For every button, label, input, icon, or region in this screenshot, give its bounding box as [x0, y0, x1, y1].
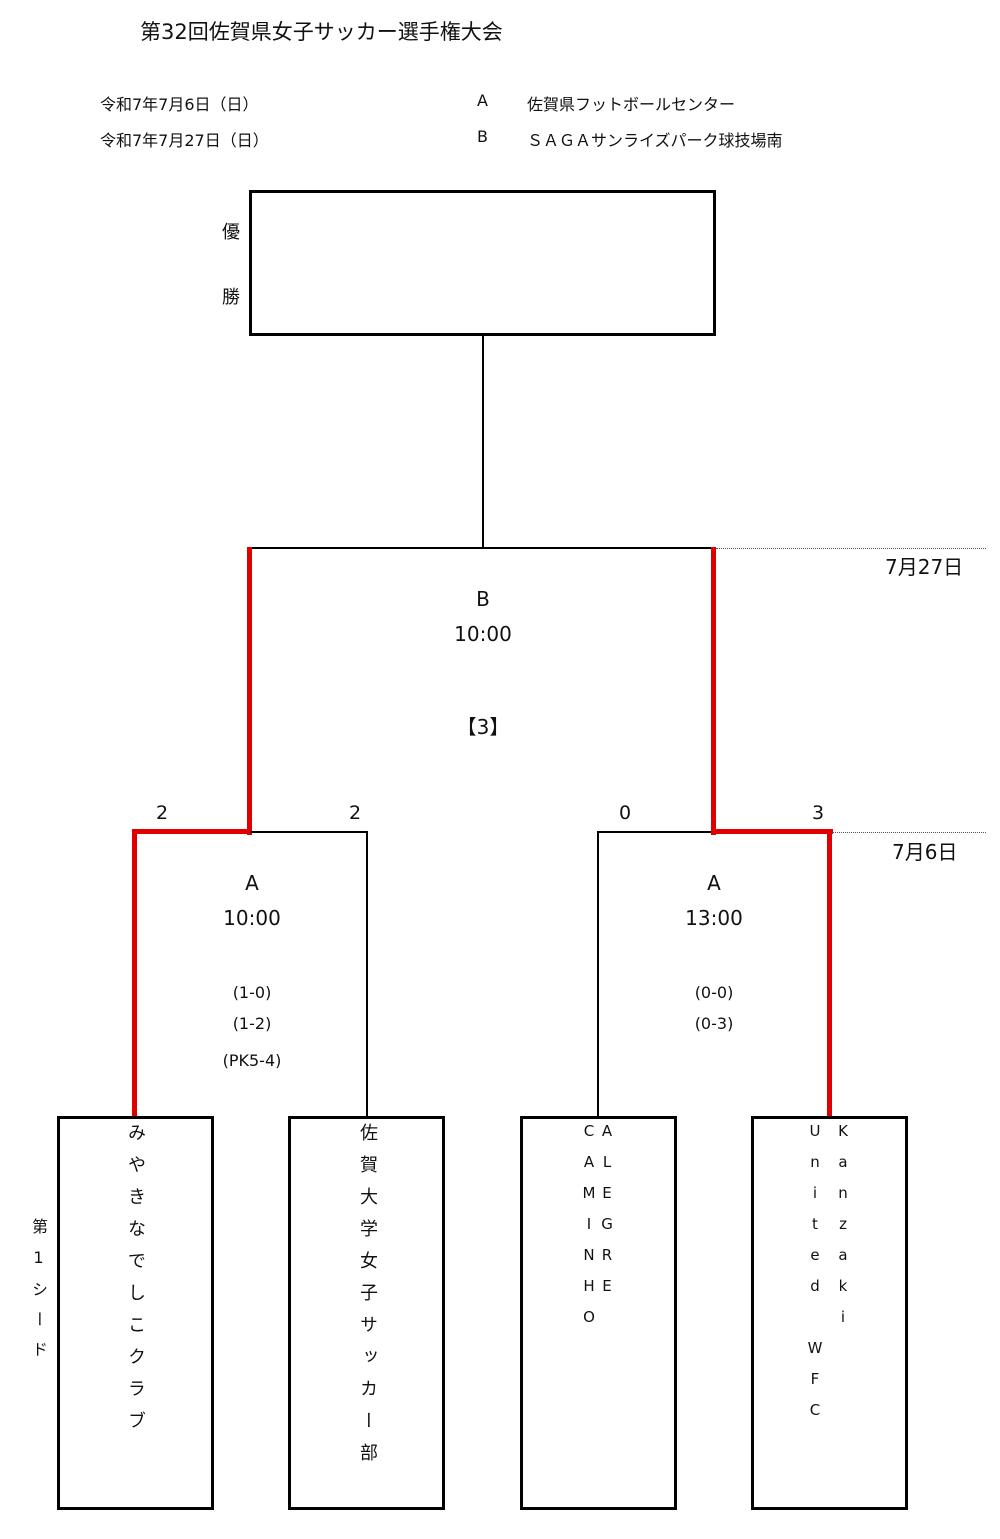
- team-name-1: みやきなでしこクラブ: [125, 1123, 146, 1443]
- date-round1: 令和7年7月6日（日）: [100, 95, 259, 114]
- semi1-score-left: 2: [155, 802, 169, 824]
- semi2-detail-1: (0-0): [694, 983, 734, 1002]
- seed-label: 第1シード: [29, 1218, 48, 1371]
- semi1-detail-3: (PK5-4): [222, 1051, 282, 1070]
- team-box-2: [288, 1116, 445, 1510]
- semi2-time: 13:00: [685, 906, 743, 930]
- semi1-detail-2: (1-2): [232, 1014, 272, 1033]
- venue-code-b: B: [477, 127, 488, 146]
- semi2-venue: A: [707, 871, 721, 895]
- team-name-3: ALEGRE CAMINHO: [580, 1122, 616, 1339]
- venue-b: ＳＡＧＡサンライズパーク球技場南: [527, 131, 783, 150]
- final-time: 10:00: [454, 622, 512, 646]
- team-box-1: [57, 1116, 214, 1510]
- final-winner-line-left: [247, 547, 252, 835]
- final-match-number: 【3】: [456, 715, 510, 739]
- final-date: 7月27日: [885, 555, 964, 579]
- semi1-winner-line-v: [132, 829, 137, 1118]
- semi1-line-h: [250, 831, 368, 833]
- final-winner-line-right: [711, 547, 716, 835]
- semi2-score-right: 3: [811, 802, 825, 824]
- semi1-score-right: 2: [348, 802, 362, 824]
- final-line-up: [482, 335, 484, 549]
- final-line-horizontal: [250, 547, 714, 549]
- date-final: 令和7年7月27日（日）: [100, 131, 269, 150]
- round1-date: 7月6日: [892, 840, 958, 864]
- semi1-line-v: [366, 831, 368, 1118]
- semi1-venue: A: [245, 871, 259, 895]
- semi2-line-h: [598, 831, 714, 833]
- semi2-score-left: 0: [618, 802, 632, 824]
- round1-date-divider: [832, 832, 986, 833]
- champion-label-1: 優: [222, 222, 240, 243]
- semi1-winner-line-h: [132, 829, 252, 834]
- team-name-4a: United WFC: [806, 1122, 824, 1432]
- team-name-2: 佐賀大学女子サッカー部: [357, 1123, 378, 1475]
- page-title: 第32回佐賀県女子サッカー選手権大会: [140, 20, 503, 44]
- semi1-time: 10:00: [223, 906, 281, 930]
- champion-box: [249, 190, 716, 336]
- semi2-detail-2: (0-3): [694, 1014, 734, 1033]
- team-name-4b: Kanzaki: [834, 1122, 852, 1339]
- final-date-divider: [716, 548, 986, 549]
- team-box-4: [751, 1116, 908, 1510]
- semi1-detail-1: (1-0): [232, 983, 272, 1002]
- champion-label-2: 勝: [222, 287, 240, 308]
- semi2-line-v: [597, 831, 599, 1118]
- team-box-3: [520, 1116, 677, 1510]
- venue-code-a: A: [477, 91, 488, 110]
- venue-a: 佐賀県フットボールセンター: [527, 95, 736, 114]
- semi2-winner-line-h: [711, 829, 833, 834]
- final-venue: B: [476, 587, 490, 611]
- semi2-winner-line-v: [827, 829, 832, 1118]
